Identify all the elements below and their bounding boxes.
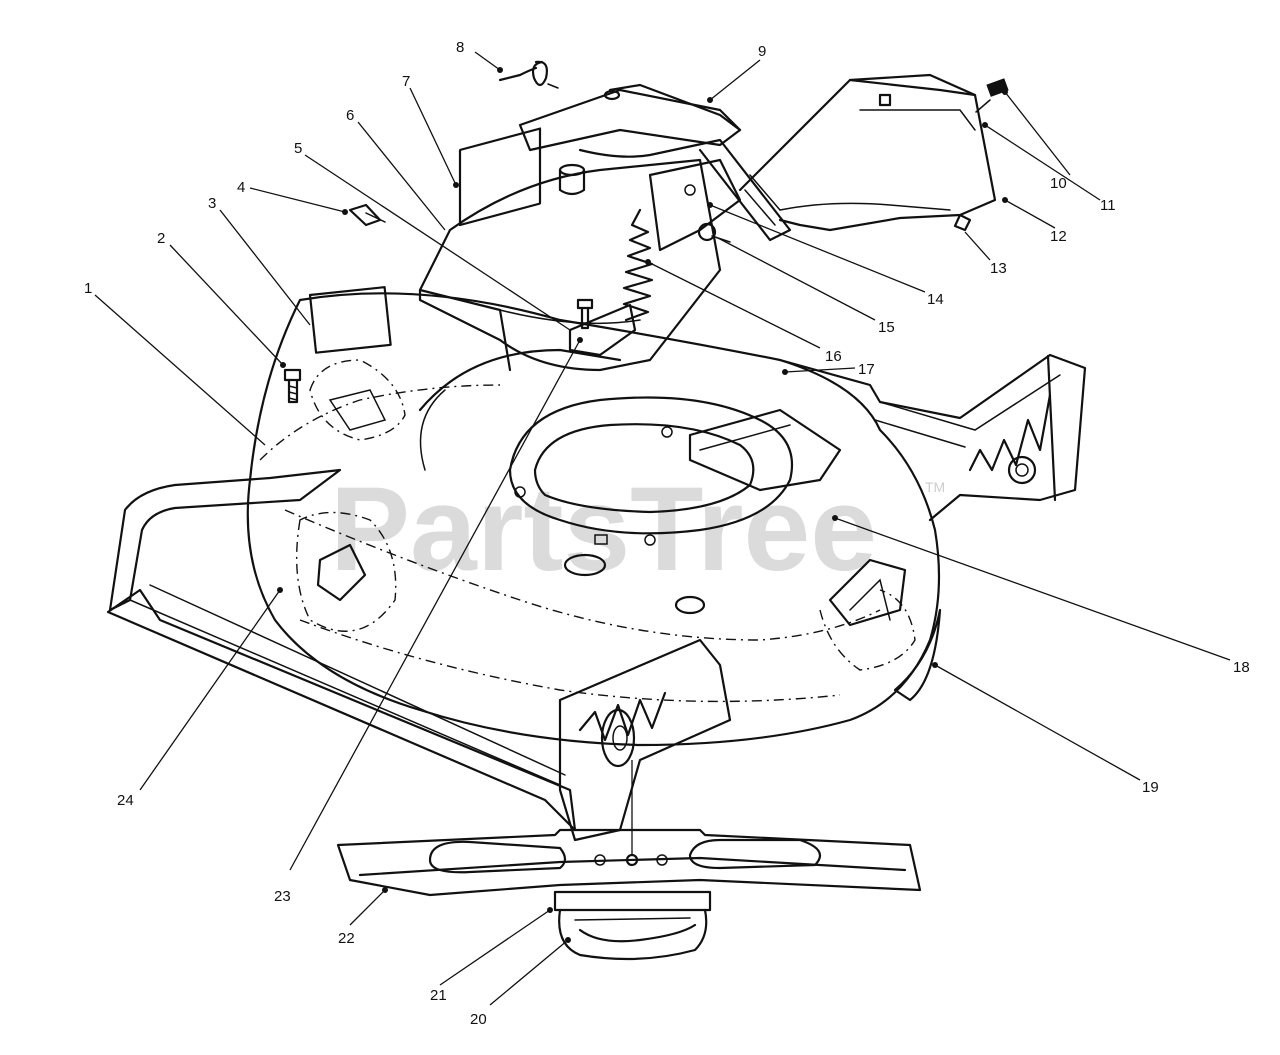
callout-10: 10 <box>1050 175 1067 192</box>
callout-8: 8 <box>456 39 464 56</box>
watermark-trademark: TM <box>925 479 945 495</box>
rear-door-assembly <box>283 60 792 404</box>
callout-6: 6 <box>346 107 354 124</box>
watermark-brand: PartsTree <box>330 462 877 596</box>
grass-bag-frame <box>738 73 1009 232</box>
callout-19: 19 <box>1142 779 1159 796</box>
callout-11: 11 <box>1100 197 1116 214</box>
callout-17: 17 <box>858 361 875 378</box>
callout-24: 24 <box>117 792 134 809</box>
callout-12: 12 <box>1050 228 1067 245</box>
mower-deck-housing <box>106 292 1087 842</box>
callout-4: 4 <box>237 179 245 196</box>
callout-23: 23 <box>274 888 291 905</box>
blade-adapter <box>553 890 712 961</box>
callout-22: 22 <box>338 930 355 947</box>
callout-15: 15 <box>878 319 895 336</box>
callout-labels: 1 2 3 4 5 6 7 8 9 10 11 12 13 14 15 16 1… <box>84 39 1250 1028</box>
callout-3: 3 <box>208 195 216 212</box>
callout-16: 16 <box>825 348 842 365</box>
callout-5: 5 <box>294 140 302 157</box>
leader-lines <box>94 51 1231 1006</box>
callout-7: 7 <box>402 73 410 90</box>
callout-21: 21 <box>430 987 447 1004</box>
callout-14: 14 <box>927 291 944 308</box>
callout-18: 18 <box>1233 659 1250 676</box>
callout-2: 2 <box>157 230 165 247</box>
callout-9: 9 <box>758 43 766 60</box>
callout-1: 1 <box>84 280 92 297</box>
callout-13: 13 <box>990 260 1007 277</box>
mower-blade <box>336 828 922 897</box>
callout-20: 20 <box>470 1011 487 1028</box>
